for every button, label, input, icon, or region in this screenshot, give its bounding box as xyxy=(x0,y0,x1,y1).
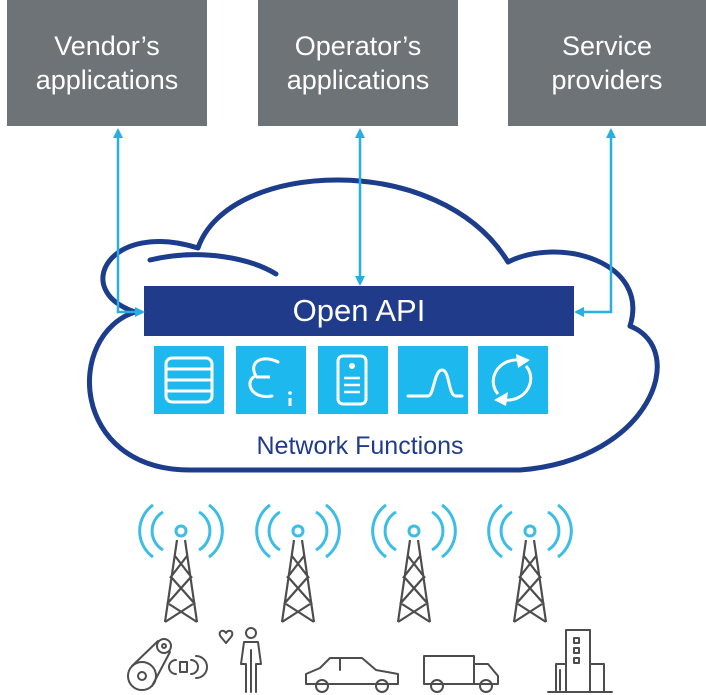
building-icon xyxy=(547,629,613,693)
operator-applications-box: Operator’s applications xyxy=(258,0,458,126)
service-box-line1: Service xyxy=(561,31,653,61)
open-api-label: Open API xyxy=(292,293,426,328)
cycle-icon xyxy=(478,346,548,414)
vendor-arrow xyxy=(113,128,145,317)
waveform-icon xyxy=(398,346,468,414)
epsilon-icon xyxy=(236,346,306,414)
stack-icon xyxy=(154,346,224,414)
cell-tower-icon xyxy=(371,503,457,623)
service-providers-box: Service providers xyxy=(508,0,706,126)
machine-sensor-icon xyxy=(127,638,208,691)
network-functions-label: Network Functions xyxy=(256,432,464,460)
cell-tower-icon xyxy=(138,503,224,623)
vendor-box-line1: Vendor’s xyxy=(54,31,160,61)
cell-towers xyxy=(138,503,573,623)
server-icon xyxy=(318,346,388,414)
connector-arrows xyxy=(113,128,616,317)
service-arrow xyxy=(574,128,616,317)
service-box-line2: providers xyxy=(551,65,663,95)
operator-box-line2: applications xyxy=(286,65,430,95)
truck-icon xyxy=(423,655,499,693)
cloud-inner-line xyxy=(147,252,279,277)
devices xyxy=(127,627,613,693)
wearable-person-icon xyxy=(218,627,262,693)
cell-tower-icon xyxy=(487,503,573,623)
operator-box-line1: Operator’s xyxy=(294,31,422,61)
vendor-applications-box: Vendor’s applications xyxy=(7,0,207,126)
network-function-tiles xyxy=(154,346,548,414)
open-api-bar xyxy=(144,286,574,336)
cell-tower-icon xyxy=(255,503,341,623)
car-icon xyxy=(305,657,399,693)
vendor-box-line2: applications xyxy=(35,65,179,95)
